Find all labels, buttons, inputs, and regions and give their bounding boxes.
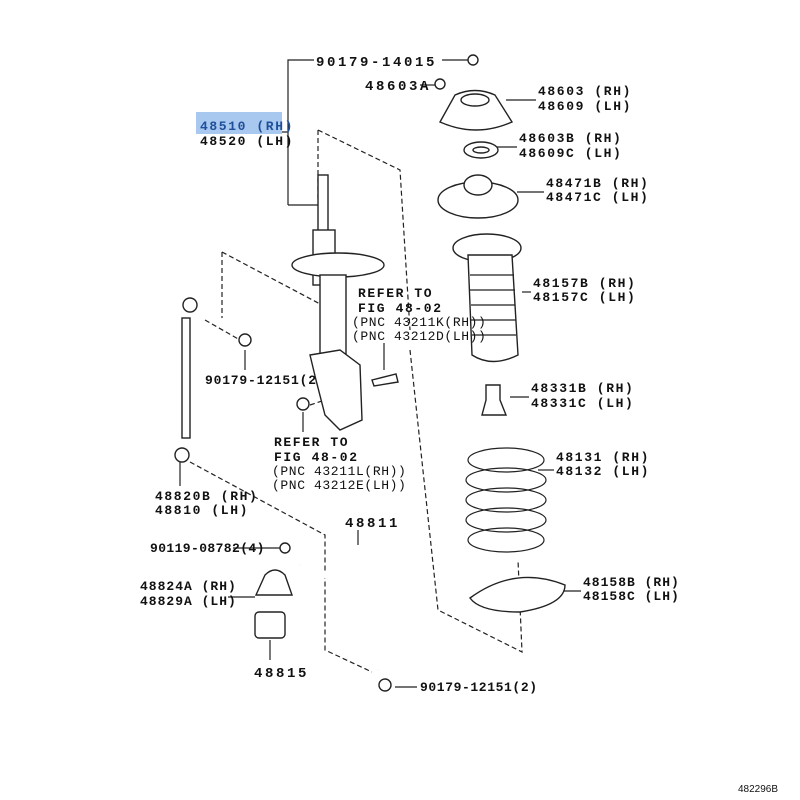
label-48132-lh[interactable]: 48132 (LH) [556, 464, 650, 479]
strut-mount-parts [434, 54, 522, 416]
label-48815[interactable]: 48815 [254, 666, 309, 682]
shock-absorber-strut [238, 174, 399, 431]
refer-note-2-line3: (PNC 43211L(RH)) [272, 464, 406, 479]
figure-id: 482296B [738, 784, 778, 795]
refer-note-2-line2[interactable]: FIG 48-02 [274, 450, 359, 465]
leader-lines [179, 59, 581, 688]
label-48820b-rh[interactable]: 48820B (RH) [155, 489, 258, 504]
refer-note-1-line3: (PNC 43211K(RH)) [352, 315, 486, 330]
label-48829a-lh[interactable]: 48829A (LH) [140, 594, 237, 609]
label-48603-rh[interactable]: 48603 (RH) [538, 84, 632, 99]
coil-spring [465, 447, 566, 613]
label-48157b-rh[interactable]: 48157B (RH) [533, 276, 636, 291]
refer-note-1-line2[interactable]: FIG 48-02 [358, 301, 443, 316]
label-48158c-lh[interactable]: 48158C (LH) [583, 589, 680, 604]
label-90179-12151-b[interactable]: 90179-12151(2) [420, 680, 538, 695]
label-48471b-rh[interactable]: 48471B (RH) [546, 176, 649, 191]
label-48331b-rh[interactable]: 48331B (RH) [531, 381, 634, 396]
selected-part-highlight [196, 112, 282, 134]
label-48603a[interactable]: 48603A [365, 79, 431, 95]
label-48824a-rh[interactable]: 48824A (RH) [140, 579, 237, 594]
label-48603b-rh[interactable]: 48603B (RH) [519, 131, 622, 146]
label-48331c-lh[interactable]: 48331C (LH) [531, 396, 634, 411]
label-48609-lh[interactable]: 48609 (LH) [538, 99, 632, 114]
refer-note-2-line1: REFER TO [274, 435, 349, 450]
refer-note-2-line4: (PNC 43212E(LH)) [272, 478, 406, 493]
label-48471c-lh[interactable]: 48471C (LH) [546, 190, 649, 205]
part-labels: 90179-14015 48603A 48603 (RH) 48609 (LH)… [140, 55, 778, 795]
stabilizer-link [174, 297, 198, 463]
label-48131-rh[interactable]: 48131 (RH) [556, 450, 650, 465]
label-48157c-lh[interactable]: 48157C (LH) [533, 290, 636, 305]
refer-note-1-line4: (PNC 43212D(LH)) [352, 329, 486, 344]
label-48520-lh[interactable]: 48520 (LH) [200, 134, 294, 149]
stabilizer-bar [254, 542, 392, 692]
label-48510-rh[interactable]: 48510 (RH) [200, 119, 294, 134]
label-48609c-lh[interactable]: 48609C (LH) [519, 146, 622, 161]
label-48158b-rh[interactable]: 48158B (RH) [583, 575, 680, 590]
label-90179-12151-a[interactable]: 90179-12151(2 [205, 373, 317, 388]
refer-note-1-line1: REFER TO [358, 286, 433, 301]
label-48811[interactable]: 48811 [345, 516, 400, 532]
label-90119-08782[interactable]: 90119-08782(4) [150, 541, 265, 556]
label-48810-lh[interactable]: 48810 (LH) [155, 503, 249, 518]
label-90179-14015[interactable]: 90179-14015 [316, 55, 437, 71]
